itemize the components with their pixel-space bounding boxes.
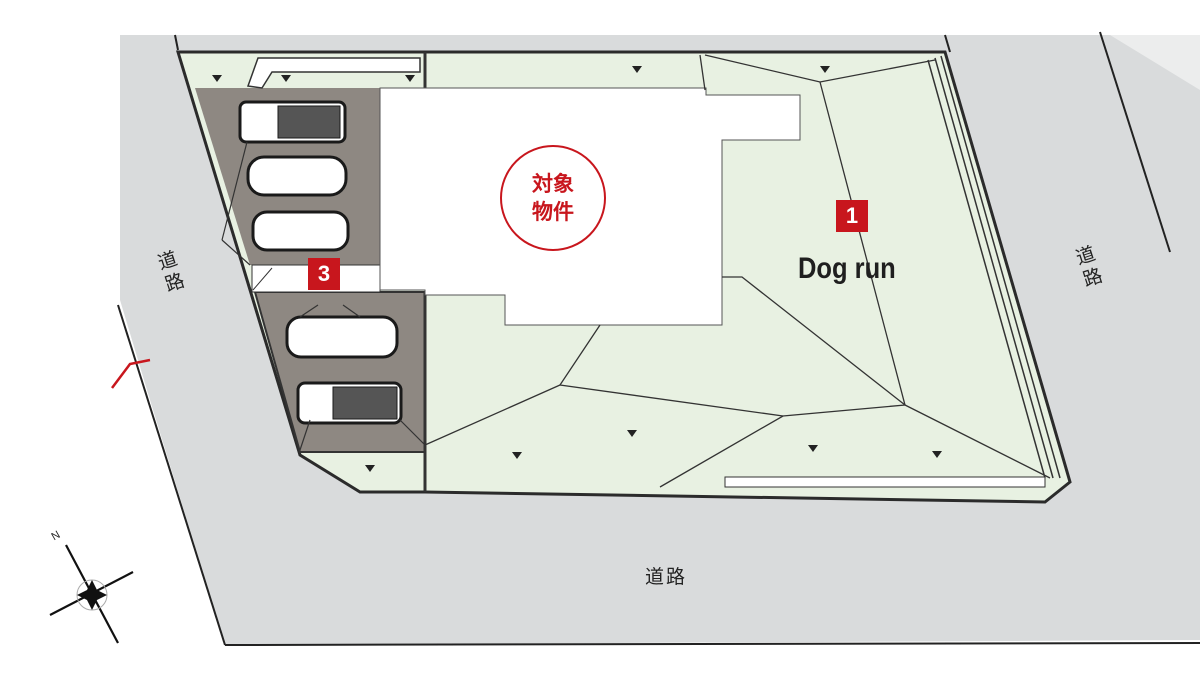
lawn-lines xyxy=(424,54,1051,488)
road-label-bottom: 道路 xyxy=(645,566,688,588)
road-edge-top-left xyxy=(174,34,179,51)
road-fade xyxy=(1110,35,1200,90)
marker-1: 1 xyxy=(836,200,868,232)
target-line2: 物件 xyxy=(532,200,574,224)
road-edge-right xyxy=(1099,31,1171,253)
compass-icon xyxy=(49,544,134,644)
parking-lines xyxy=(221,141,426,451)
car-2 xyxy=(246,155,348,197)
road-edge-top-right xyxy=(944,34,951,53)
parked-cars xyxy=(238,100,403,425)
marker-3: 3 xyxy=(308,258,340,290)
walkway-hatch xyxy=(252,267,273,291)
slope-markers xyxy=(212,66,942,472)
target-line1: 対象 xyxy=(532,172,574,196)
road-edge-bottom xyxy=(224,642,1200,646)
car-3 xyxy=(251,210,350,252)
bottom-strip xyxy=(724,476,1046,488)
entrance-path xyxy=(246,57,421,89)
car-4 xyxy=(285,315,399,359)
dog-run-label: Dog run xyxy=(798,252,896,285)
entrance-arrow-icon xyxy=(111,358,151,389)
target-property-badge: 対象 物件 xyxy=(500,145,606,251)
right-fence xyxy=(927,55,1061,479)
